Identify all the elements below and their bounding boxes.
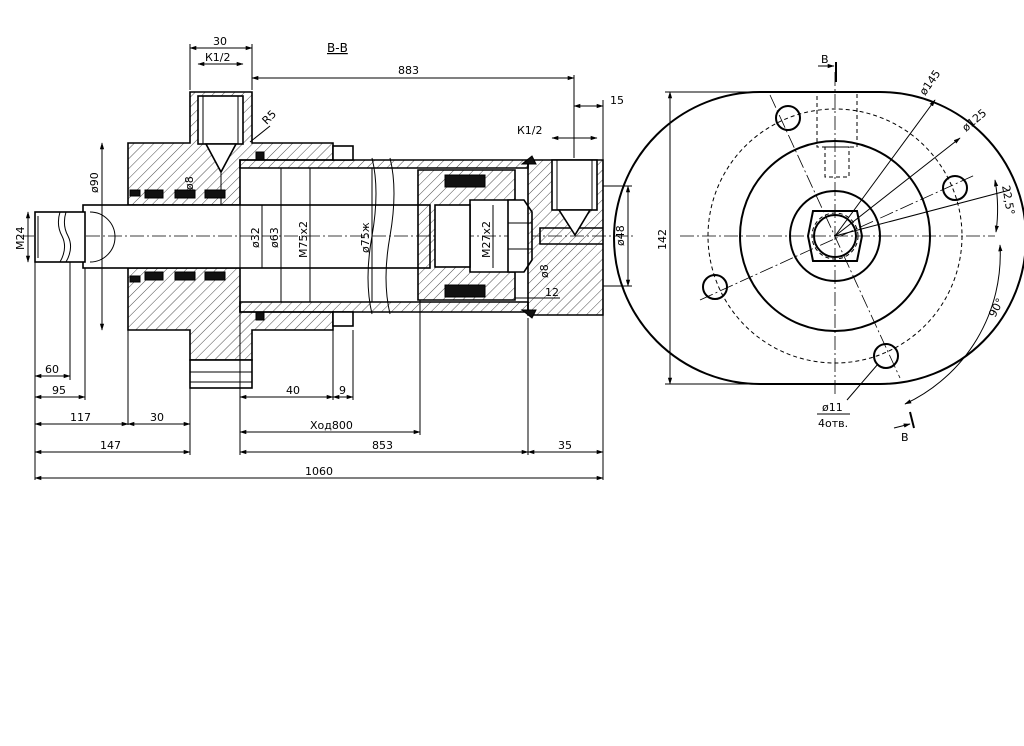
dim-m27: М27х2	[480, 221, 493, 258]
dim-angle-22-5: 22,5°	[999, 184, 1017, 216]
dim-d145: ø145	[917, 68, 944, 98]
dim-d63: ø63	[268, 227, 281, 248]
bolt-hole-4	[873, 343, 899, 369]
dim-d11: ø11	[822, 401, 843, 414]
dim-142: 142	[656, 229, 669, 250]
dim-m24: М24	[14, 227, 27, 251]
end-view: ø145 ø125 22,5° 90° 142 ø11 4отв. В В	[613, 53, 1024, 444]
dim-stroke: Ход800	[310, 419, 353, 432]
dim-60: 60	[45, 363, 59, 376]
dim-d90: ø90	[88, 172, 101, 193]
barrel-bottom	[239, 301, 529, 313]
section-view: 30 К1/2 В-В 883 15 R5 К1/2 ø90 ø8 М24 ø3…	[14, 35, 635, 481]
port-k12-top	[197, 95, 244, 145]
dim-147: 147	[100, 439, 121, 452]
dim-holes-count: 4отв.	[818, 417, 848, 430]
dim-k12-right: К1/2	[517, 124, 543, 137]
flange-outline	[613, 91, 1024, 385]
dim-12: 12	[545, 286, 559, 299]
bolt-hole-3	[702, 274, 728, 300]
dim-m75: М75х2	[297, 221, 310, 258]
dim-d48: ø48	[614, 225, 627, 246]
rod-thread-m24	[34, 211, 86, 263]
dim-15: 15	[610, 94, 624, 107]
dim-35: 35	[558, 439, 572, 452]
dim-1060: 1060	[305, 465, 333, 478]
cut-letter-bottom: В	[901, 431, 909, 444]
dim-d125: ø125	[960, 107, 990, 135]
dim-k12-top: К1/2	[205, 51, 231, 64]
dim-117: 117	[70, 411, 91, 424]
dim-9: 9	[339, 384, 346, 397]
cut-letter-top: В	[821, 53, 829, 66]
dim-d32: ø32	[249, 227, 262, 248]
dim-d8-b: ø8	[538, 264, 551, 278]
dim-30-bottom: 30	[150, 411, 164, 424]
dim-d8-a: ø8	[183, 176, 196, 190]
dim-853: 853	[372, 439, 393, 452]
dim-30-top: 30	[213, 35, 227, 48]
section-label: В-В	[327, 41, 348, 55]
dim-40: 40	[286, 384, 300, 397]
barrel-top	[239, 159, 529, 169]
dim-r5: R5	[260, 108, 280, 128]
bolt-hole-2	[942, 175, 968, 201]
dim-883: 883	[398, 64, 419, 77]
dim-95: 95	[52, 384, 66, 397]
bolt-hole-1	[775, 105, 801, 131]
dim-d75: ø75ж	[359, 222, 372, 253]
